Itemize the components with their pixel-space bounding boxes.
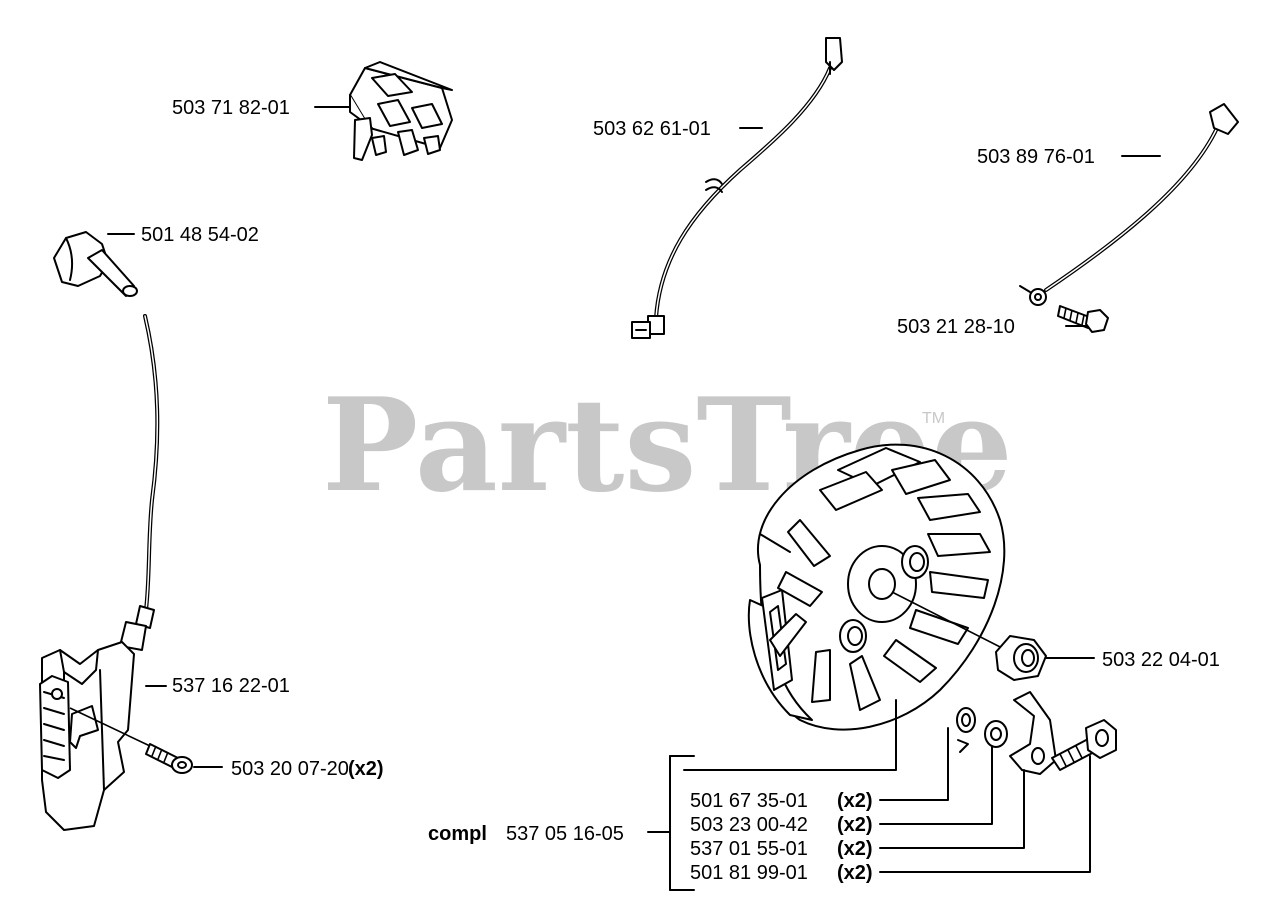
watermark-trademark: TM [922, 410, 945, 427]
leader-kit-item-4 [879, 755, 1091, 873]
qty-kit-item-4: (x2) [837, 862, 873, 884]
part-number-ignition-module[interactable]: 537 16 22-01 [172, 675, 290, 697]
spark-plug-cap-drawing[interactable] [53, 231, 138, 297]
kit-washer-drawing[interactable] [984, 720, 1008, 748]
part-number-switch[interactable]: 503 71 82-01 [172, 97, 290, 119]
kit-bolt-drawing[interactable] [1051, 719, 1117, 771]
flywheel-drawing[interactable] [747, 443, 1006, 731]
kit-bracket [647, 699, 897, 891]
part-number-module-screw[interactable]: 503 20 07-20 [231, 758, 349, 780]
part-number-ground-screw[interactable]: 503 21 28-10 [897, 316, 1015, 338]
leader-kit-item-2 [879, 745, 993, 825]
kit-sleeve-drawing[interactable] [956, 707, 976, 753]
part-number-kit-item-3[interactable]: 537 01 55-01 [690, 838, 808, 860]
part-number-kit-item-1[interactable]: 501 67 35-01 [690, 790, 808, 812]
part-number-flywheel-nut[interactable]: 503 22 04-01 [1102, 649, 1220, 671]
qty-module-screw: (x2) [348, 758, 384, 780]
kit-label: compl [428, 823, 487, 845]
leader-kit-item-3 [879, 769, 1025, 849]
switch-drawing[interactable] [349, 61, 453, 161]
short-wire-drawing[interactable] [631, 37, 843, 339]
ground-screw-drawing[interactable] [1057, 305, 1109, 333]
kit-lock-plate-drawing[interactable] [1009, 691, 1057, 775]
leader-kit-item-1 [879, 727, 949, 801]
qty-kit-item-1: (x2) [837, 790, 873, 812]
flywheel-axis-line [891, 591, 1011, 653]
ground-wire-drawing[interactable] [1019, 103, 1239, 306]
part-number-kit-item-4[interactable]: 501 81 99-01 [690, 862, 808, 884]
part-number-kit-item-2[interactable]: 503 23 00-42 [690, 814, 808, 836]
part-number-kit[interactable]: 537 05 16-05 [506, 823, 624, 845]
qty-kit-item-3: (x2) [837, 838, 873, 860]
part-number-ground-wire[interactable]: 503 89 76-01 [977, 146, 1095, 168]
module-screw-drawing[interactable] [69, 707, 193, 774]
ignition-module-drawing[interactable] [39, 314, 160, 831]
part-number-short-wire[interactable]: 503 62 61-01 [593, 118, 711, 140]
flywheel-nut-drawing[interactable] [995, 635, 1047, 681]
part-number-spark-plug-cap[interactable]: 501 48 54-02 [141, 224, 259, 246]
qty-kit-item-2: (x2) [837, 814, 873, 836]
